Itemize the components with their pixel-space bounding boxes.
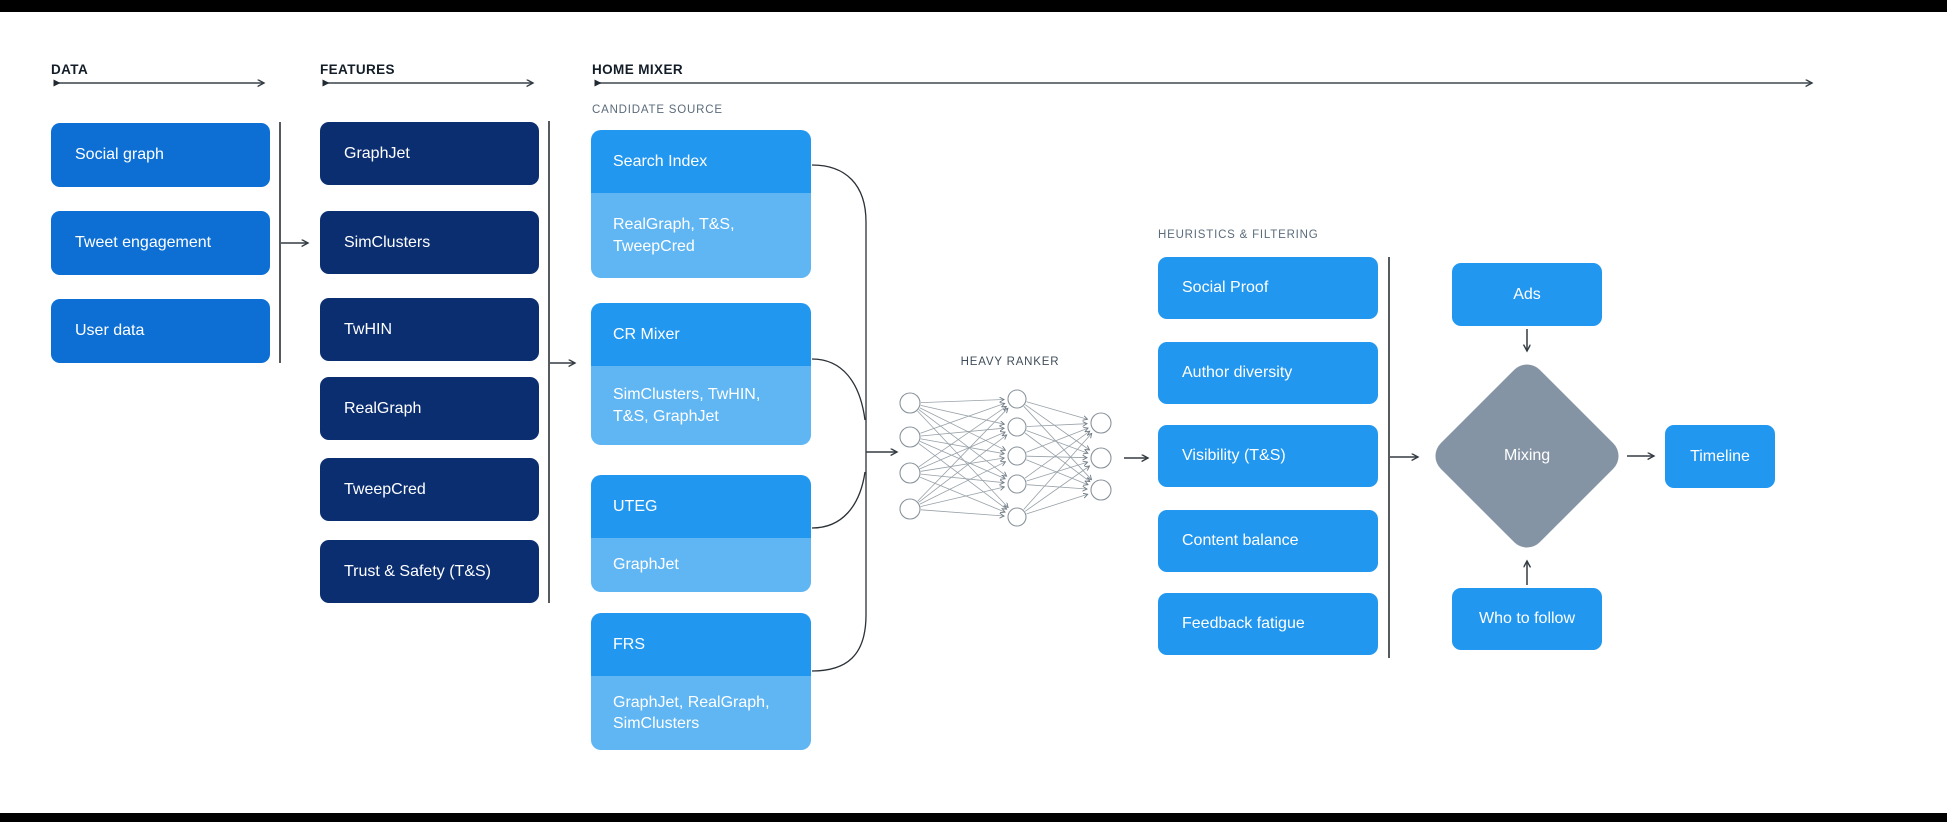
feature-box-label: SimClusters [344,233,431,251]
feature-box-simclusters: SimClusters [320,211,539,274]
candidate-features: GraphJet [591,538,811,592]
heuristic-box-social-proof: Social Proof [1158,257,1378,319]
candidate-features-label: SimClusters, TwHIN, T&S, GraphJet [613,386,761,425]
candidate-name: UTEG [613,497,658,515]
candidate-features: GraphJet, RealGraph, SimClusters [591,676,811,750]
candidate-search-index: Search Index RealGraph, T&S, TweepCred [591,130,811,278]
feature-box-tweepcred: TweepCred [320,458,539,521]
mixing-label: Mixing [1503,446,1551,464]
candidate-name: Search Index [613,152,708,170]
heuristic-box-label: Visibility (T&S) [1182,447,1286,464]
candidate-header: FRS [591,613,811,676]
candidate-header: UTEG [591,475,811,538]
feature-box-label: Trust & Safety (T&S) [344,562,491,580]
heavy-ranker-label: HEAVY RANKER [960,356,1060,368]
candidate-uteg: UTEG GraphJet [591,475,811,592]
heuristics-filtering-label: HEURISTICS & FILTERING [1158,229,1319,241]
home-mixer-section-label: HOME MIXER [592,62,684,77]
candidate-frs: FRS GraphJet, RealGraph, SimClusters [591,613,811,750]
ads-label: Ads [1513,285,1541,303]
data-box-label: Tweet engagement [75,234,212,251]
ads-box: Ads [1452,263,1602,326]
data-box-tweet-engagement: Tweet engagement [51,211,270,275]
data-box-label: Social graph [75,146,164,163]
feature-box-realgraph: RealGraph [320,377,539,440]
cr-mixer-connector [811,358,866,421]
candidate-name: FRS [613,635,645,653]
feature-box-twhin: TwHIN [320,298,539,361]
data-box-label: User data [75,322,145,339]
feature-box-trust-safety: Trust & Safety (T&S) [320,540,539,603]
feature-box-label: TwHIN [344,320,392,338]
candidate-features-label: GraphJet, RealGraph, SimClusters [613,693,770,732]
heuristic-box-feedback-fatigue: Feedback fatigue [1158,593,1378,655]
heuristic-box-content-balance: Content balance [1158,510,1378,572]
uteg-connector [811,471,866,529]
candidate-header: Search Index [591,130,811,193]
heuristic-box-label: Content balance [1182,532,1299,549]
candidate-name: CR Mixer [613,325,680,343]
features-section-label: FEATURES [320,62,395,77]
who-to-follow-box: Who to follow [1452,588,1602,650]
mixing-diamond: Mixing [1428,357,1626,555]
who-to-follow-label: Who to follow [1478,610,1576,627]
data-section-label: DATA [51,62,89,77]
data-box-user-data: User data [51,299,270,363]
heuristic-box-label: Author diversity [1182,364,1293,381]
timeline-box: Timeline [1665,425,1775,488]
feature-box-label: GraphJet [344,144,410,162]
candidate-source-label: CANDIDATE SOURCE [592,104,723,116]
candidate-merge-spine [811,164,867,672]
heavy-ranker-network [899,389,1112,527]
heuristic-box-label: Feedback fatigue [1182,615,1305,632]
candidate-header: CR Mixer [591,303,811,366]
candidate-features-label: GraphJet [613,556,679,574]
heuristic-box-visibility: Visibility (T&S) [1158,425,1378,487]
heuristic-box-author-diversity: Author diversity [1158,342,1378,404]
timeline-label: Timeline [1690,447,1750,465]
candidate-features-label: RealGraph, T&S, TweepCred [613,216,735,255]
top-frame-bar [0,0,1947,12]
data-box-social-graph: Social graph [51,123,270,187]
candidate-features: SimClusters, TwHIN, T&S, GraphJet [591,366,811,445]
heuristic-box-label: Social Proof [1182,279,1269,296]
feature-box-label: RealGraph [344,399,422,417]
feature-box-graphjet: GraphJet [320,122,539,185]
feature-box-label: TweepCred [344,480,426,498]
bottom-frame-bar [0,813,1947,822]
candidate-features: RealGraph, T&S, TweepCred [591,193,811,278]
candidate-cr-mixer: CR Mixer SimClusters, TwHIN, T&S, GraphJ… [591,303,811,445]
